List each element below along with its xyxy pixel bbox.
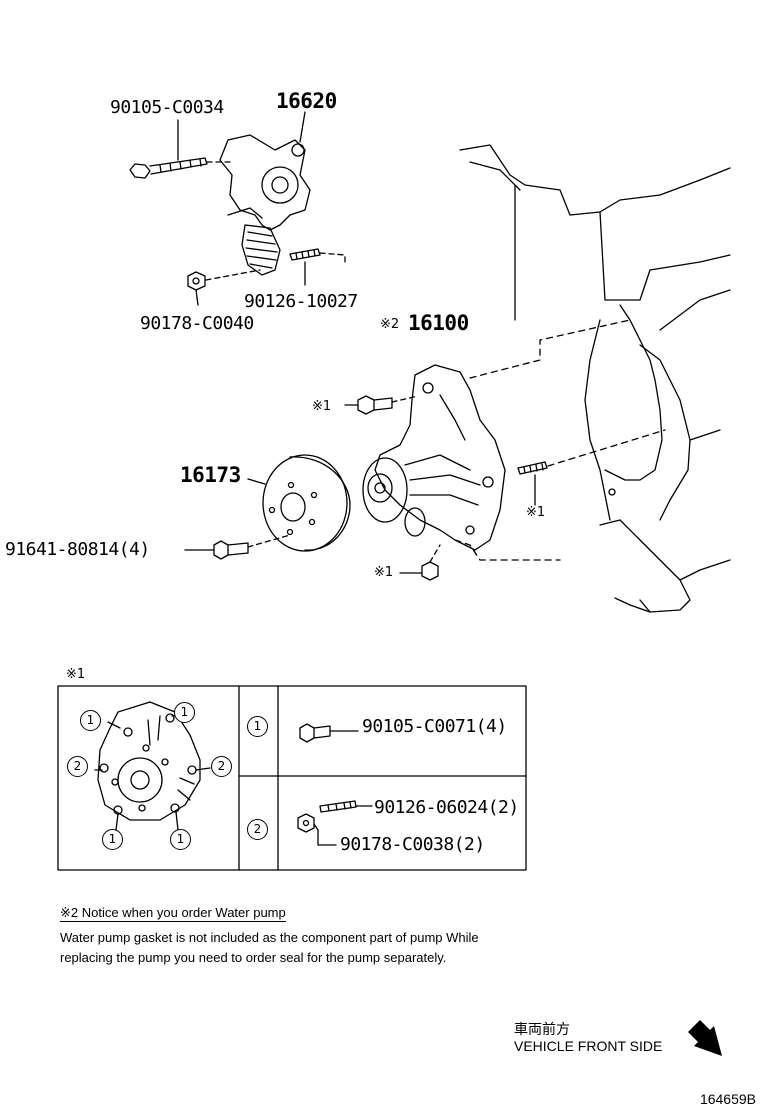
table-row-2-key: 2 bbox=[247, 819, 268, 840]
water-pump bbox=[344, 319, 666, 581]
tensioner-stud-label: 90126-10027 bbox=[244, 291, 358, 312]
sketch-key-1-bottom-left: 1 bbox=[102, 829, 123, 850]
tensioner-bolt-label: 90105-C0034 bbox=[110, 97, 224, 118]
tensioner-nut-label: 90178-C0040 bbox=[140, 313, 254, 334]
pulley-label: 16173 bbox=[180, 463, 241, 487]
front-direction-english: VEHICLE FRONT SIDE bbox=[514, 1038, 663, 1054]
pulley-bolt-label: 91641-80814(4) bbox=[5, 539, 150, 560]
ref-mark-bolt-left: ※1 bbox=[312, 399, 332, 414]
sketch-key-2-right: 2 bbox=[211, 756, 232, 777]
sketch-key-1-top-right: 1 bbox=[174, 702, 195, 723]
front-direction-japanese: 車両前方 bbox=[514, 1021, 570, 1037]
table-row-1-key: 1 bbox=[247, 716, 268, 737]
pulley bbox=[184, 454, 351, 560]
diagram-code: 164659B bbox=[699, 1091, 756, 1107]
notice-title: ※2 Notice when you order Water pump bbox=[60, 905, 286, 922]
sketch-key-2-left: 2 bbox=[67, 756, 88, 777]
front-direction-arrow bbox=[682, 1020, 722, 1056]
ref-mark-stud-right: ※1 bbox=[526, 505, 546, 520]
table-row-2-part-2: 90178-C0038(2) bbox=[340, 834, 485, 855]
notice-title-text: ※2 Notice when you order Water pump bbox=[60, 905, 286, 922]
notice-line-1: Water pump gasket is not included as the… bbox=[60, 930, 479, 945]
ref-mark-nut-bottom: ※1 bbox=[374, 565, 394, 580]
water-pump-label: 16100 bbox=[408, 311, 469, 335]
detail-table-title-mark: ※1 bbox=[66, 667, 86, 682]
notice-line-2: replacing the pump you need to order sea… bbox=[60, 950, 447, 965]
tensioner-assembly bbox=[129, 111, 346, 306]
sketch-key-1-top-left: 1 bbox=[80, 710, 101, 731]
water-pump-ref-mark: ※2 bbox=[380, 317, 400, 332]
table-row-1-part: 90105-C0071(4) bbox=[362, 716, 507, 737]
tensioner-label: 16620 bbox=[276, 89, 337, 113]
sketch-key-1-bottom-right: 1 bbox=[170, 829, 191, 850]
engine-block-outline bbox=[459, 144, 731, 613]
table-row-2-part-1: 90126-06024(2) bbox=[374, 797, 519, 818]
